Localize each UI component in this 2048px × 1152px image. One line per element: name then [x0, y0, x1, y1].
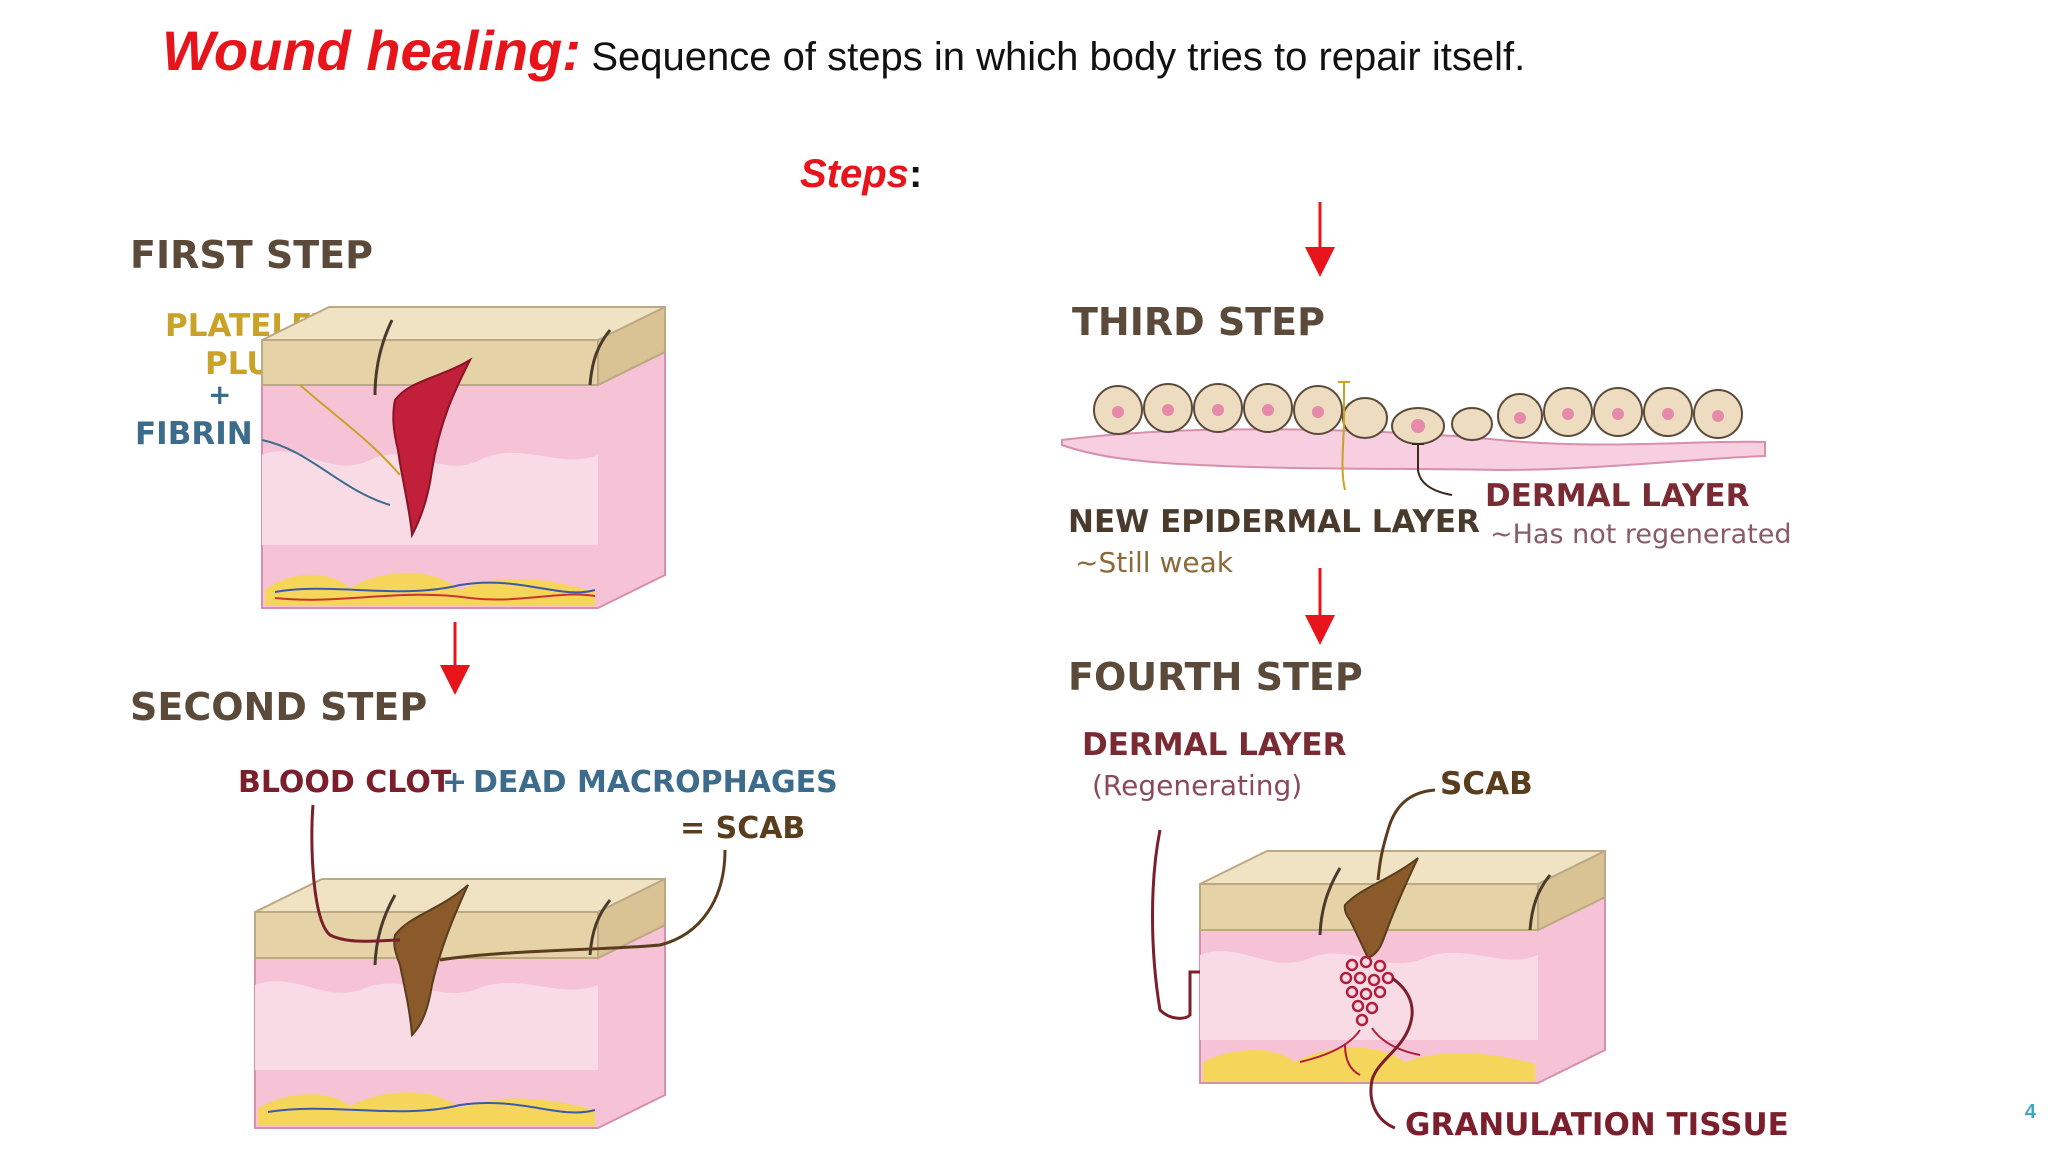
second-step-heading: SECOND STEP [130, 685, 427, 729]
title-main: Wound healing: [162, 19, 581, 82]
granulation-tissue-cluster [1339, 955, 1395, 1027]
third-step-heading: THIRD STEP [1072, 300, 1325, 344]
page-number: 4 [2024, 1101, 2036, 1123]
first-step: FIRST STEP PLATELET PLUG + FIBRIN [130, 233, 666, 695]
regenerating-note: (Regenerating) [1092, 769, 1302, 802]
skin-block-fourth [1151, 788, 1606, 1130]
fourth-step-heading: FOURTH STEP [1068, 655, 1363, 699]
second-step: SECOND STEP BLOOD CLOT + DEAD MACROPHAGE… [130, 685, 838, 1129]
still-weak-note: ~Still weak [1075, 546, 1234, 579]
steps-label: Steps: [800, 152, 922, 197]
title-subtitle: Sequence of steps in which body tries to… [591, 35, 1526, 79]
fibrin-label: FIBRIN [135, 416, 253, 452]
steps-label-colon: : [908, 152, 923, 196]
granulation-tissue-label: GRANULATION TISSUE [1405, 1107, 1789, 1143]
dermal-layer-label-fourth: DERMAL LAYER [1082, 727, 1347, 763]
slide-title: Wound healing: Sequence of steps in whic… [162, 18, 1525, 83]
steps-label-text: Steps [800, 152, 909, 196]
scab-label-second: = SCAB [680, 811, 805, 846]
new-epidermal-layer-label: NEW EPIDERMAL LAYER [1068, 504, 1480, 540]
dead-macrophages-label: DEAD MACROPHAGES [473, 765, 838, 800]
blood-clot-label: BLOOD CLOT [238, 765, 452, 800]
skin-block-second [254, 804, 727, 1129]
dermal-layer-label-third: DERMAL LAYER [1485, 478, 1750, 514]
fourth-step: FOURTH STEP DERMAL LAYER (Regenerating) … [1068, 655, 1789, 1143]
plus-sign-second: + [442, 765, 467, 800]
epidermal-cell-layer [1061, 381, 1766, 496]
not-regenerated-note: ~Has not regenerated [1490, 519, 1792, 550]
scab-label-fourth: SCAB [1440, 766, 1533, 802]
first-step-heading: FIRST STEP [130, 233, 373, 277]
third-step: THIRD STEP [1061, 300, 1792, 579]
skin-block-first [261, 305, 666, 609]
plus-sign: + [208, 378, 231, 411]
